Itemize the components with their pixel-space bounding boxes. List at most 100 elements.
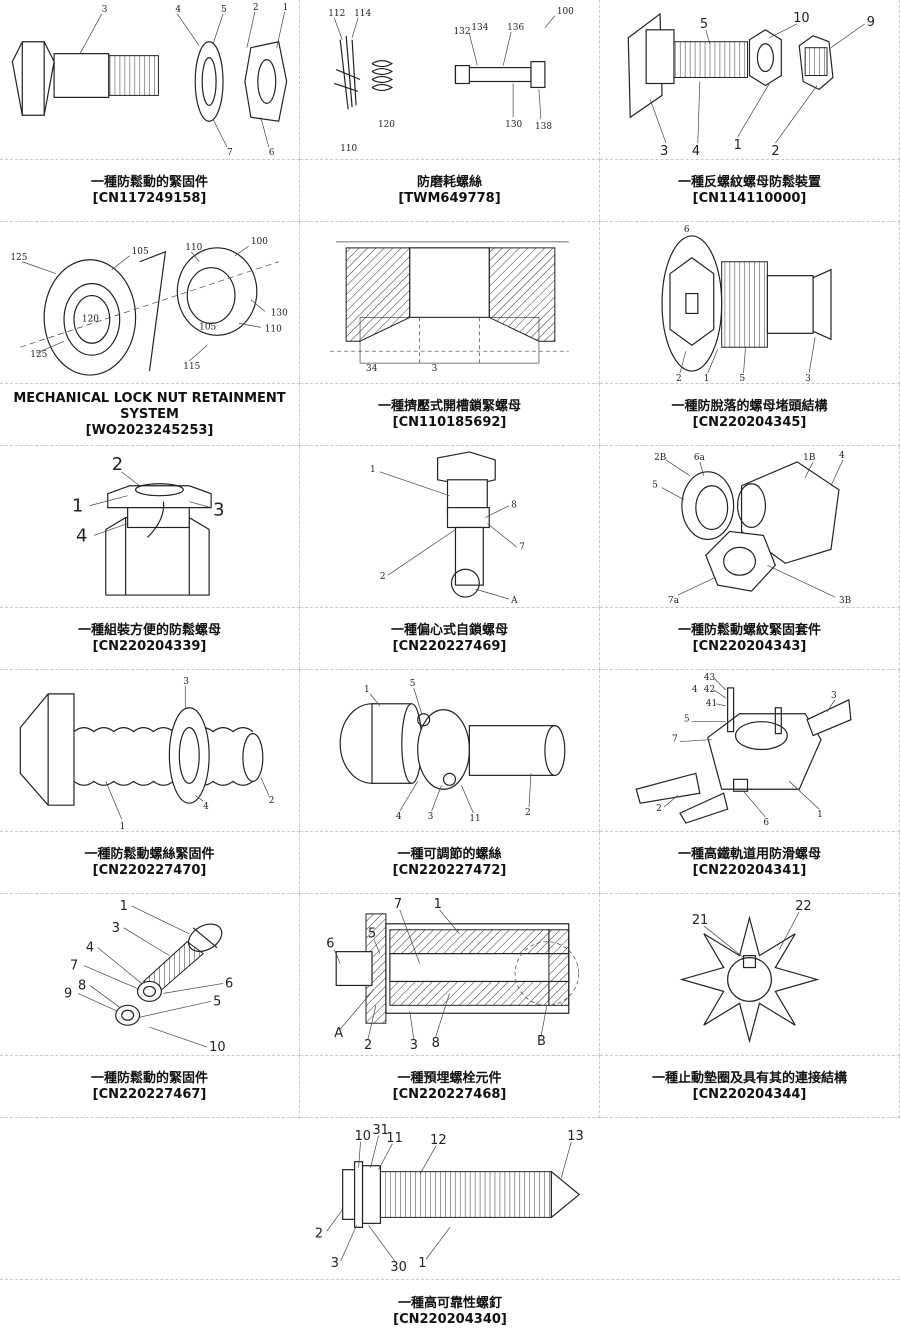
part-number-label: 2 <box>380 572 386 582</box>
patent-number: [CN220204341] <box>693 863 807 879</box>
part-number-label: 6 <box>763 818 769 828</box>
part-number-label: 134 <box>471 23 488 33</box>
part-number-label: 110 <box>185 243 202 253</box>
part-number-label: 3 <box>831 691 837 701</box>
patent-title: 一種防鬆動螺紋緊固套件 <box>678 623 821 639</box>
caption-cell-10: 一種防鬆動螺絲緊固件[CN220227470] <box>0 832 300 894</box>
part-number-label: 136 <box>507 23 524 33</box>
stop-washer-drawing: 21 22 <box>600 894 899 1055</box>
part-number-label: 1 <box>72 496 83 517</box>
part-number-label: 41 <box>706 699 717 709</box>
caption-cell-16: 一種高可靠性螺釘[CN220204340] <box>0 1280 900 1344</box>
part-number-label: 21 <box>692 913 708 928</box>
patent-number: [CN220204344] <box>693 1087 807 1103</box>
part-number-label: 3 <box>112 921 120 936</box>
part-number-label: 42 <box>704 685 715 695</box>
caption-cell-1: 一種防鬆動的緊固件[CN117249158] <box>0 160 300 222</box>
part-number-label: 4 <box>175 5 181 15</box>
part-number-label: 34 <box>366 364 378 374</box>
part-number-label: 5 <box>213 994 221 1009</box>
caption-cell-12: 一種高鐵軌道用防滑螺母[CN220204341] <box>600 832 900 894</box>
patent-title: 一種防脫落的螺母堵頭結構 <box>671 399 827 415</box>
part-number-label: 3 <box>331 1256 339 1271</box>
drawing-cell-9: 2B 6a 5 1B 4 7a 3B <box>600 446 900 608</box>
drawing-cell-5: 3 34 <box>300 222 600 384</box>
caption-cell-7: 一種組裝方便的防鬆螺母[CN220204339] <box>0 608 300 670</box>
part-number-label: 1 <box>120 899 128 914</box>
part-number-label: 130 <box>271 308 288 318</box>
nut-plug-drawing: 6 2 1 5 3 <box>600 222 899 383</box>
part-number-label: 22 <box>795 899 811 914</box>
part-number-label: 7 <box>672 735 678 745</box>
part-number-label: 105 <box>132 247 149 257</box>
part-number-label: 100 <box>251 237 268 247</box>
part-number-label: 2 <box>525 808 531 818</box>
part-number-label: 11 <box>469 814 480 824</box>
part-number-label: 132 <box>453 27 470 37</box>
drawing-cell-14: 7 1 5 6 A 2 3 8 B <box>300 894 600 1056</box>
part-number-label: 1B <box>803 453 816 463</box>
part-number-label: 3 <box>183 677 189 687</box>
patent-number: [WO2023245253] <box>86 423 214 439</box>
part-number-label: 6a <box>694 453 706 463</box>
drawing-cell-8: 1 8 7 2 A <box>300 446 600 608</box>
part-number-label: 2 <box>364 1038 372 1053</box>
part-number-label: 7 <box>70 959 78 974</box>
patent-number: [CN220204339] <box>93 639 207 655</box>
patent-number: [CN220204340] <box>393 1312 507 1328</box>
part-number-label: 9 <box>867 15 875 30</box>
patent-title: MECHANICAL LOCK NUT RETAINMENT SYSTEM <box>0 391 299 423</box>
screw-drawing-2: 112 114 110 120 132 134 136 130 138 100 <box>300 0 599 159</box>
part-number-label: A <box>334 1026 343 1041</box>
part-number-label: 3 <box>102 5 108 15</box>
part-number-label: 3 <box>805 374 811 383</box>
part-number-label: A <box>510 596 518 606</box>
part-number-label: 2 <box>315 1226 323 1241</box>
caption-cell-13: 一種防鬆動的緊固件[CN220227467] <box>0 1056 300 1118</box>
caption-cell-15: 一種止動墊圈及具有其的連接結構[CN220204344] <box>600 1056 900 1118</box>
reverse-thread-drawing-3: 5 10 9 3 4 1 2 <box>600 0 899 159</box>
caption-cell-3: 一種反螺紋螺母防鬆裝置[CN114110000] <box>600 160 900 222</box>
drawing-cell-11: 1 5 4 3 11 2 <box>300 670 600 832</box>
part-number-label: 10 <box>793 11 809 26</box>
part-number-label: 5 <box>740 374 746 383</box>
part-number-label: 2 <box>771 144 779 159</box>
patent-title: 一種防鬆動的緊固件 <box>91 175 208 191</box>
eccentric-nut-drawing: 1 8 7 2 A <box>300 446 599 607</box>
part-number-label: 1 <box>734 138 742 153</box>
drawing-cell-7: 2 1 3 4 <box>0 446 300 608</box>
patent-title: 一種止動墊圈及具有其的連接結構 <box>652 1071 847 1087</box>
patent-title: 一種高鐵軌道用防滑螺母 <box>678 847 821 863</box>
part-number-label: 2 <box>112 454 123 475</box>
caption-cell-9: 一種防鬆動螺紋緊固套件[CN220204343] <box>600 608 900 670</box>
caption-cell-14: 一種預埋螺栓元件[CN220227468] <box>300 1056 600 1118</box>
patent-number: [CN220227467] <box>93 1087 207 1103</box>
part-number-label: 114 <box>354 9 371 19</box>
part-number-label: 9 <box>64 986 72 1001</box>
lock-nut-retainment-drawing: 125 105 110 100 120 130 105 110 125 115 <box>0 222 299 383</box>
part-number-label: 125 <box>30 350 47 360</box>
patent-title: 一種預埋螺栓元件 <box>397 1071 501 1087</box>
part-number-label: 6 <box>326 937 334 952</box>
part-number-label: 5 <box>652 481 658 491</box>
part-number-label: 4 <box>203 802 209 812</box>
caption-cell-8: 一種偏心式自鎖螺母[CN220227469] <box>300 608 600 670</box>
part-number-label: 5 <box>221 5 227 15</box>
part-number-label: 1 <box>434 897 442 912</box>
part-number-label: 6 <box>225 976 233 991</box>
part-number-label: 125 <box>10 253 27 263</box>
part-number-label: 4 <box>86 941 94 956</box>
part-number-label: 1 <box>364 685 370 695</box>
part-number-label: 5 <box>700 17 708 32</box>
railway-nut-drawing: 43 42 41 4 5 7 3 2 6 1 <box>600 670 899 831</box>
part-number-label: 138 <box>535 122 552 132</box>
part-number-label: 8 <box>511 501 517 511</box>
patent-title: 一種高可靠性螺釘 <box>398 1296 502 1312</box>
part-number-label: 43 <box>704 673 716 683</box>
drawing-cell-12: 43 42 41 4 5 7 3 2 6 1 <box>600 670 900 832</box>
part-number-label: 112 <box>328 9 345 19</box>
part-number-label: 7 <box>227 148 233 158</box>
patent-number: [TWM649778] <box>398 191 500 207</box>
part-number-label: 2 <box>253 3 259 13</box>
